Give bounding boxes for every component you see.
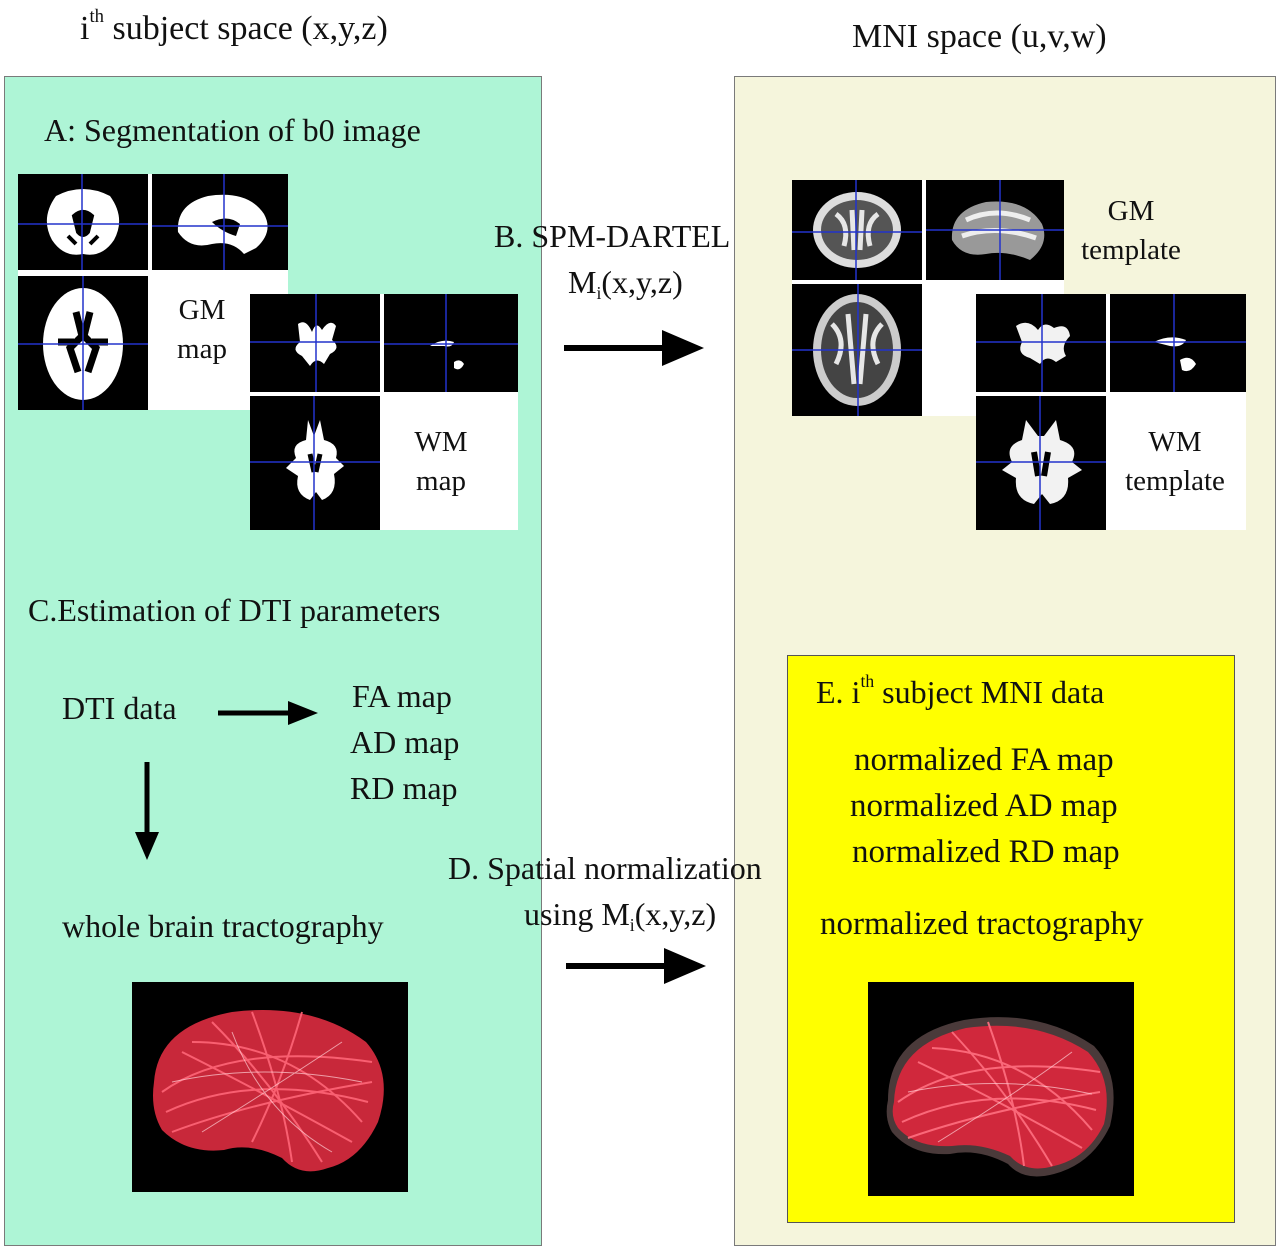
segmentation-title: A: Segmentation of b0 image — [44, 112, 421, 148]
normalization-arrow — [566, 948, 706, 984]
subject-tractography-image — [132, 982, 408, 1192]
rd-map-label: RD map — [350, 770, 458, 806]
spatial-normalization-label: D. Spatial normalization — [448, 850, 762, 886]
fa-map-label: FA map — [352, 678, 452, 714]
gm-sagittal-scan — [152, 174, 288, 270]
gm-axial-scan — [18, 276, 148, 410]
wm-template-coronal-scan — [976, 294, 1106, 392]
normalized-tractography-label: normalized tractography — [820, 906, 1144, 942]
spm-dartel-label: B. SPM-DARTEL — [494, 218, 731, 254]
wm-sagittal-scan — [384, 294, 518, 392]
gm-template-axial-scan — [792, 284, 922, 416]
normalized-rd-map-label: normalized RD map — [852, 834, 1120, 870]
mni-data-title: E. ith subject MNI data — [816, 671, 1105, 710]
dartel-arrow — [564, 330, 704, 366]
ad-map-label: AD map — [350, 724, 460, 760]
subject-space-header: ith subject space (x,y,z) — [80, 6, 388, 47]
normalized-fa-map-label: normalized FA map — [854, 742, 1114, 778]
using-mi-label: using Mi(x,y,z) — [524, 896, 717, 936]
gm-template-coronal-scan — [792, 180, 922, 280]
wm-template-axial-scan — [976, 396, 1106, 530]
mni-space-header: MNI space (u,v,w) — [852, 18, 1107, 55]
wm-coronal-scan — [250, 294, 380, 392]
normalized-ad-map-label: normalized AD map — [850, 788, 1118, 824]
gm-coronal-scan — [18, 174, 148, 270]
gm-template-sagittal-scan — [926, 180, 1064, 280]
dti-estimation-title: C.Estimation of DTI parameters — [28, 592, 441, 628]
mni-data-panel — [787, 655, 1235, 1223]
dti-data-label: DTI data — [62, 690, 177, 726]
dti-to-tractography-arrow — [135, 762, 159, 860]
normalized-tractography-image — [868, 982, 1134, 1196]
whole-brain-tractography-label: whole brain tractography — [62, 908, 384, 944]
wm-template-sagittal-scan — [1110, 294, 1246, 392]
wm-axial-scan — [250, 396, 380, 530]
dti-to-maps-arrow — [218, 701, 318, 725]
mi-transform-label: Mi(x,y,z) — [568, 264, 683, 304]
